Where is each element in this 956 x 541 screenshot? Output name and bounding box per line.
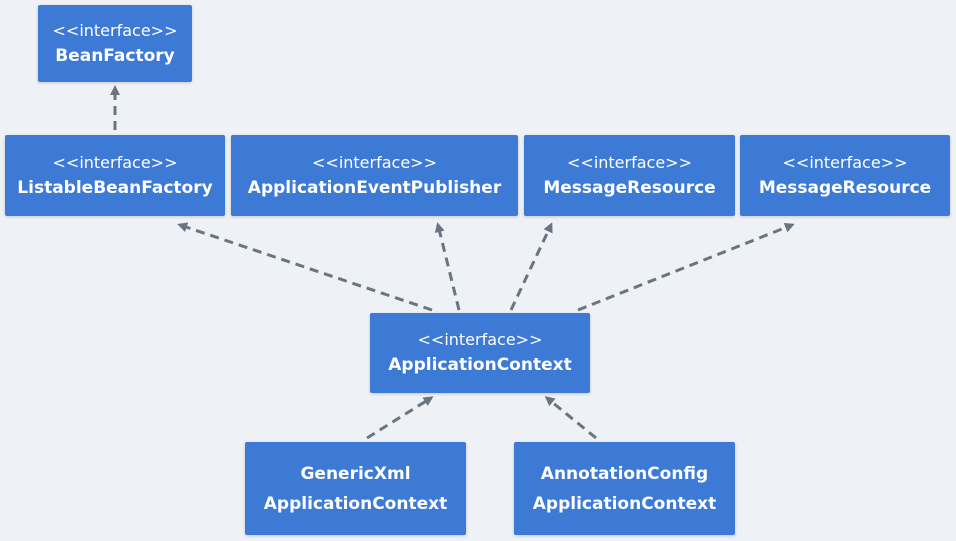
application-context-stereotype: <<interface>> bbox=[417, 330, 543, 349]
bean-factory-name: BeanFactory bbox=[55, 45, 175, 66]
edge-appcontext-to-listable bbox=[177, 222, 433, 312]
message-resource-1-stereotype: <<interface>> bbox=[567, 152, 692, 172]
listable-bean-factory-name: ListableBeanFactory bbox=[17, 177, 213, 198]
annotation-config-application-context-node[interactable]: AnnotationConfig ApplicationContext bbox=[514, 442, 735, 535]
annotation-config-application-context-line2: ApplicationContext bbox=[532, 493, 717, 514]
message-resource-node-1[interactable]: <<interface>> MessageResource bbox=[524, 135, 735, 216]
edge-appcontext-to-messageresource-1 bbox=[509, 222, 553, 311]
edge-annotationconfig-to-appcontext bbox=[544, 396, 597, 440]
listable-bean-factory-node[interactable]: <<interface>> ListableBeanFactory bbox=[5, 135, 225, 216]
application-event-publisher-stereotype: <<interface>> bbox=[312, 152, 437, 172]
message-resource-2-name: MessageResource bbox=[758, 177, 932, 198]
edge-genericxml-to-appcontext bbox=[366, 396, 434, 440]
generic-xml-application-context-node[interactable]: GenericXml ApplicationContext bbox=[245, 442, 466, 535]
generic-xml-application-context-line2: ApplicationContext bbox=[263, 493, 448, 514]
generic-xml-application-context-line1: GenericXml bbox=[300, 463, 411, 484]
message-resource-node-2[interactable]: <<interface>> MessageResource bbox=[740, 135, 950, 216]
bean-factory-stereotype: <<interface>> bbox=[52, 20, 178, 40]
message-resource-2-stereotype: <<interface>> bbox=[782, 152, 908, 172]
application-context-name: ApplicationContext bbox=[388, 355, 572, 375]
application-context-node[interactable]: <<interface>> ApplicationContext bbox=[370, 313, 590, 393]
message-resource-1-name: MessageResource bbox=[543, 177, 716, 198]
annotation-config-application-context-line1: AnnotationConfig bbox=[540, 463, 709, 484]
application-event-publisher-name: ApplicationEventPublisher bbox=[247, 177, 502, 198]
edge-appcontext-to-eventpublisher bbox=[434, 222, 461, 311]
listable-bean-factory-stereotype: <<interface>> bbox=[52, 152, 178, 172]
bean-factory-node[interactable]: <<interface>> BeanFactory bbox=[38, 5, 192, 82]
application-event-publisher-node[interactable]: <<interface>> ApplicationEventPublisher bbox=[231, 135, 518, 216]
edge-appcontext-to-messageresource-2 bbox=[577, 222, 795, 312]
